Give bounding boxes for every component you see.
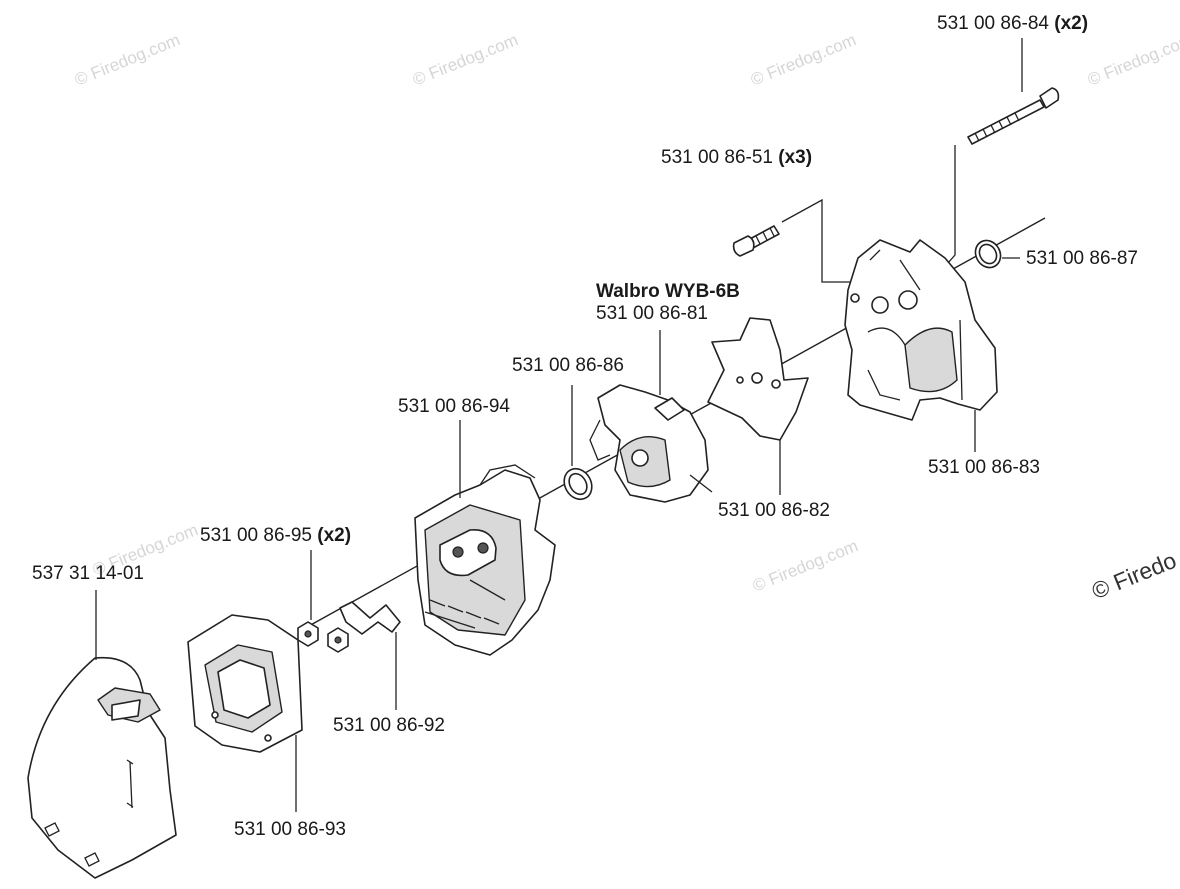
label-filter-base: 531 00 86-94 <box>398 396 510 417</box>
bracket-part <box>339 601 401 635</box>
label-gasket: 531 00 86-82 <box>718 500 830 521</box>
carburetor-part <box>589 384 713 503</box>
leader-long-bolt-lower <box>939 145 956 273</box>
nut-part <box>297 621 349 653</box>
cover-part <box>27 656 177 879</box>
leader-short-bolt <box>781 198 858 283</box>
label-adapter: 531 00 86-83 <box>928 457 1040 478</box>
label-long-bolt: 531 00 86-84 (x2) <box>937 13 1089 34</box>
label-cover: 537 31 14-01 <box>32 563 144 584</box>
label-oring-mid: 531 00 86-86 <box>512 355 624 376</box>
filter-base-part <box>414 464 556 656</box>
label-short-bolt: 531 00 86-51 (x3) <box>661 147 813 168</box>
air-filter-part <box>187 614 303 753</box>
short-bolt-part <box>732 225 780 257</box>
label-bracket: 531 00 86-92 <box>333 715 445 736</box>
label-carburetor: 531 00 86-81 <box>596 303 708 324</box>
long-bolt-part <box>967 87 1060 145</box>
adapter-part <box>844 239 998 421</box>
label-nut: 531 00 86-95 (x2) <box>200 525 352 546</box>
label-oring-top: 531 00 86-87 <box>1026 248 1138 269</box>
gasket-part <box>707 317 809 441</box>
label-air-filter: 531 00 86-93 <box>234 819 346 840</box>
label-carb-model: Walbro WYB-6B <box>596 281 740 302</box>
